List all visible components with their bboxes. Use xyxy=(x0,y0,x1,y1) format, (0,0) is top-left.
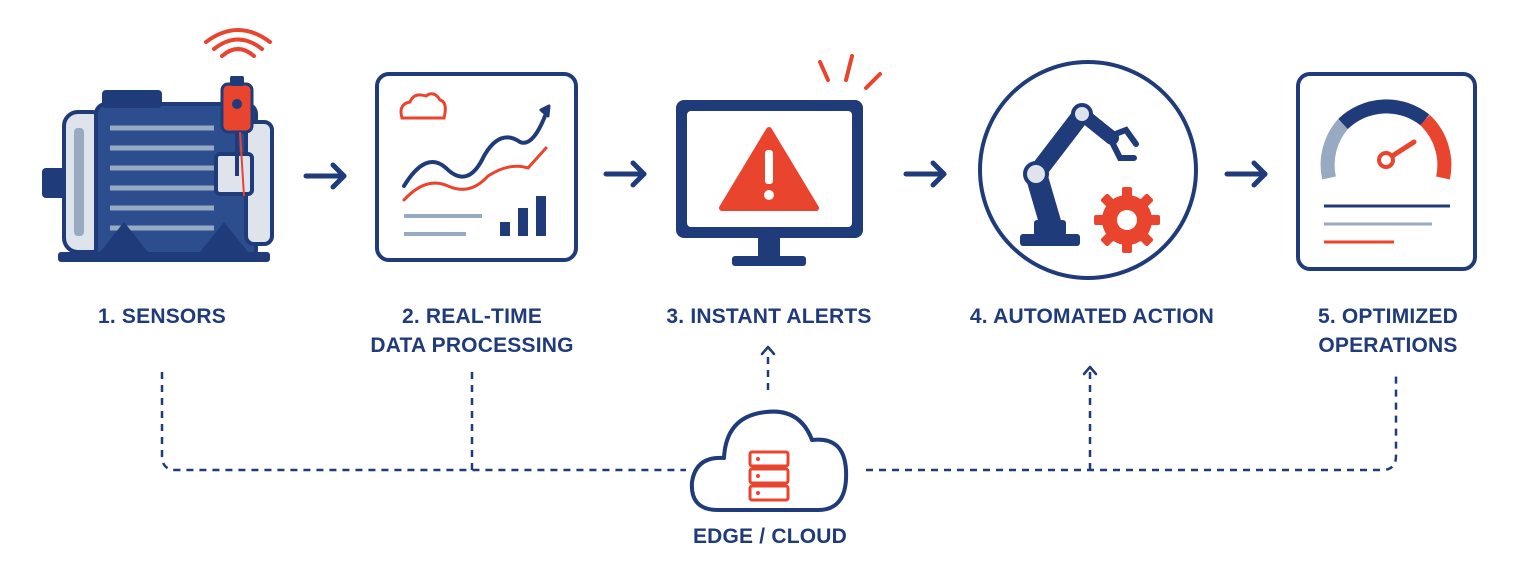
arrow-up-icon xyxy=(760,345,776,356)
arrow-right-icon xyxy=(1224,160,1268,188)
step-label-line: 5. OPTIMIZED xyxy=(1317,305,1459,328)
step-label-instant-alerts: 3. INSTANT ALERTS xyxy=(644,302,894,331)
step-label-line: OPERATIONS xyxy=(1318,334,1458,357)
arrow-right-icon xyxy=(903,160,947,188)
step-label-automated-action: 4. AUTOMATED ACTION xyxy=(952,302,1232,331)
robot-arm-gear-icon xyxy=(978,60,1198,280)
step-label-data-processing: 2. REAL-TIME DATA PROCESSING xyxy=(352,302,592,360)
step-label-line: 1. SENSORS xyxy=(97,305,227,328)
step-label-line: DATA PROCESSING xyxy=(370,334,574,357)
step-label-line: 4. AUTOMATED ACTION xyxy=(969,305,1215,328)
dashboard-chart-icon xyxy=(375,72,578,262)
arrow-right-icon xyxy=(603,160,647,188)
cloud-icon xyxy=(399,92,447,120)
gauge-report-icon xyxy=(1296,72,1477,271)
step-label-line: 2. REAL-TIME xyxy=(401,305,543,328)
step-label-line: 3. INSTANT ALERTS xyxy=(666,305,872,328)
hub-label: EDGE / CLOUD xyxy=(692,525,848,548)
step-label-sensors: 1. SENSORS xyxy=(62,302,262,331)
dashed-connectors xyxy=(160,352,1398,472)
motor-with-sensor-icon xyxy=(42,28,274,262)
cloud-server-icon xyxy=(689,409,849,512)
arrow-up-icon xyxy=(1082,365,1098,376)
monitor-alert-icon xyxy=(676,54,882,266)
step-label-optimized-operations: 5. OPTIMIZED OPERATIONS xyxy=(1286,302,1490,360)
gear-icon xyxy=(1094,187,1160,253)
arrow-right-icon xyxy=(303,162,347,190)
server-icon xyxy=(748,450,790,502)
